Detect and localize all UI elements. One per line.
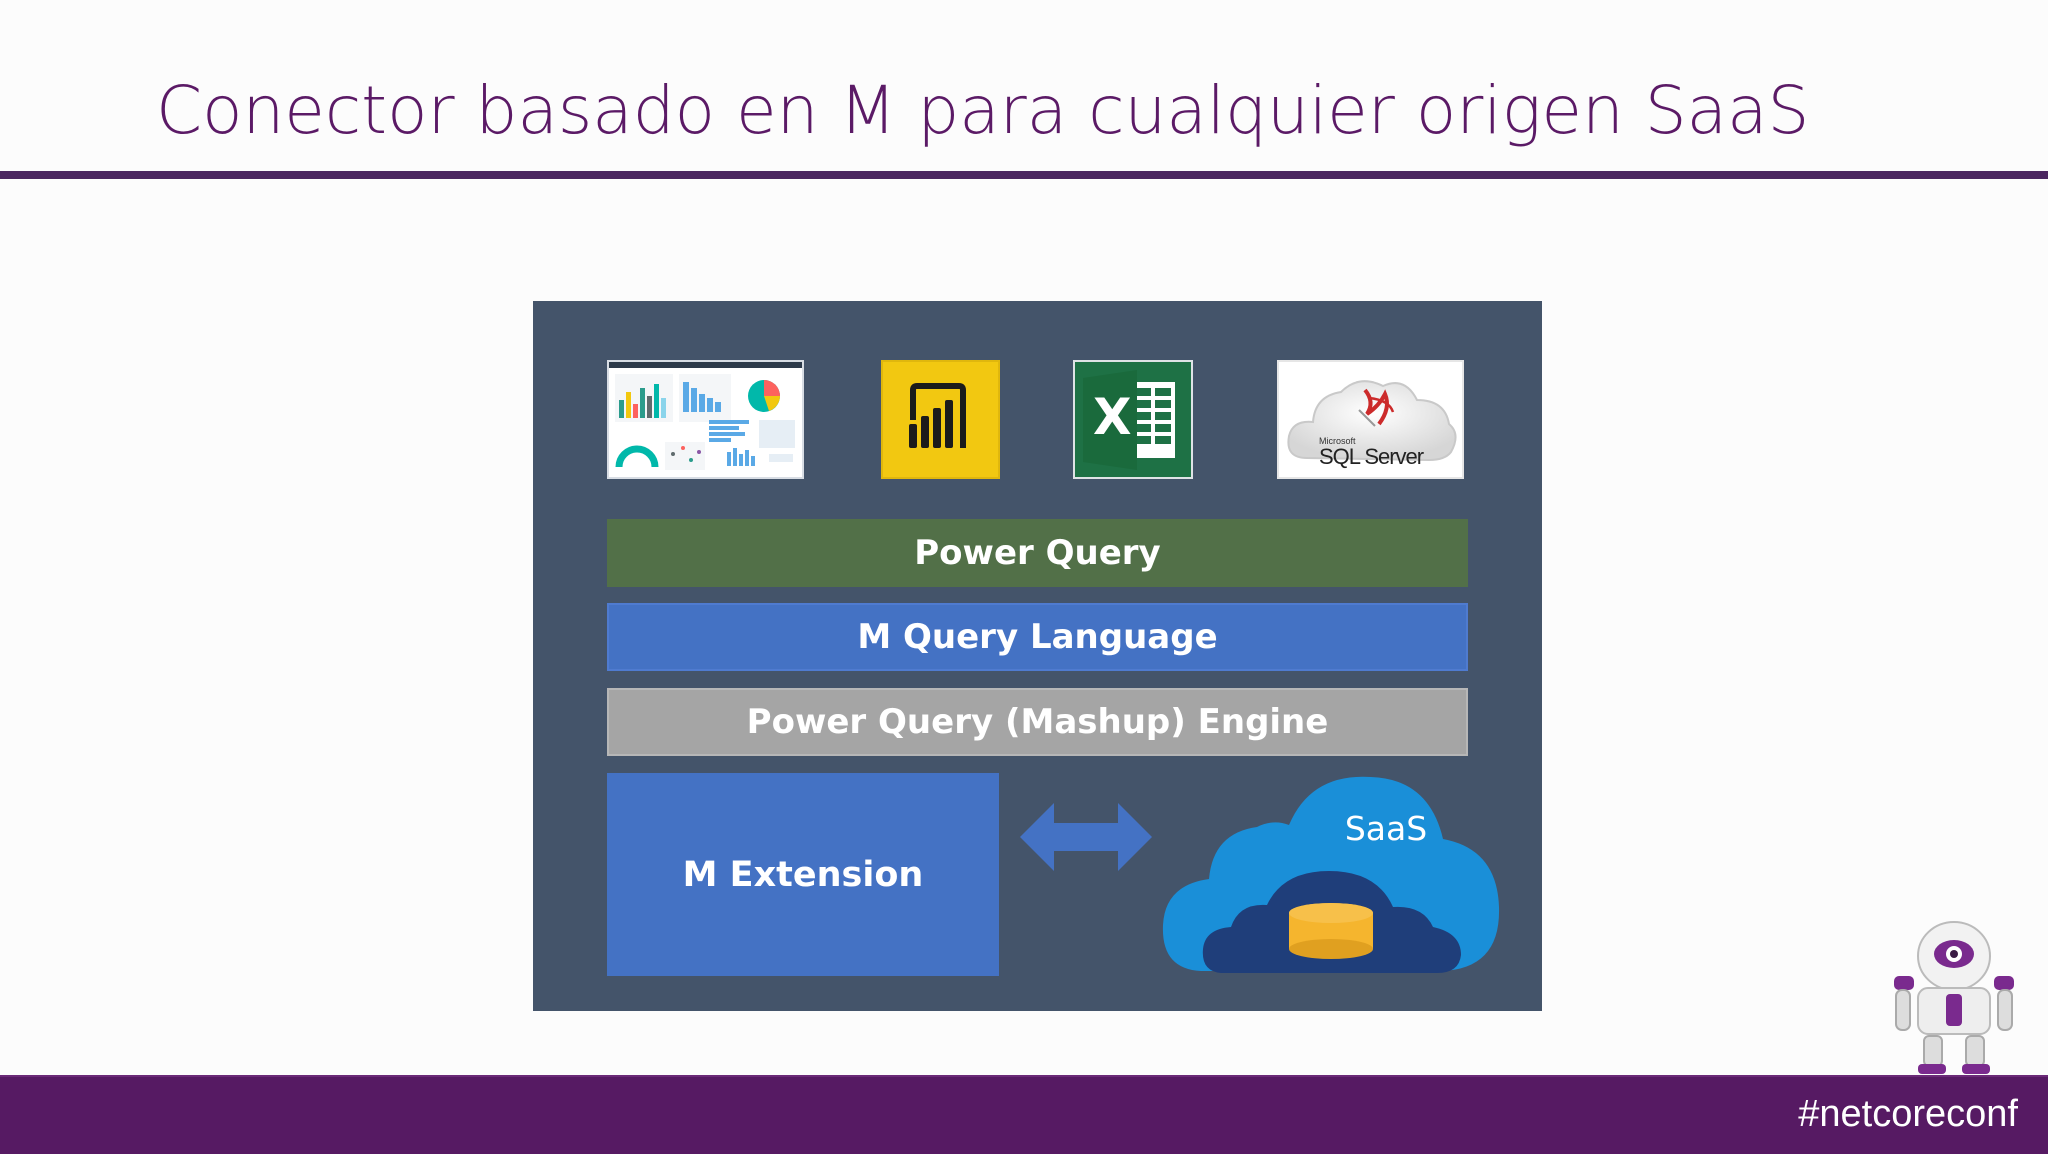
sql-server-label: SQL Server	[1319, 444, 1424, 469]
title-divider	[0, 171, 2048, 179]
mashup-engine-layer: Power Query (Mashup) Engine	[607, 688, 1468, 756]
m-query-language-layer: M Query Language	[607, 603, 1468, 671]
sql-server-microsoft-label: Microsoft	[1319, 436, 1356, 446]
double-arrow-icon	[1020, 803, 1152, 871]
slide-title: Conector basado en M para cualquier orig…	[156, 72, 1810, 149]
dashboard-screenshot-icon	[607, 360, 804, 479]
footer-bar: #netcoreconf	[0, 1075, 2048, 1154]
saas-cloud-icon	[1162, 776, 1500, 973]
excel-letter: X	[1093, 388, 1132, 446]
m-extension-box: M Extension	[607, 773, 999, 976]
hashtag-label: #netcoreconf	[1798, 1093, 2018, 1135]
power-query-layer: Power Query	[607, 519, 1468, 587]
architecture-diagram: X Microsoft SQL Server Power Query M Que…	[533, 301, 1542, 1011]
excel-icon: X	[1073, 360, 1193, 479]
sql-server-icon: Microsoft SQL Server	[1277, 360, 1464, 479]
power-bi-icon	[881, 360, 1000, 479]
saas-label: SaaS	[1344, 809, 1428, 848]
robot-mascot-icon	[1894, 921, 2014, 1074]
